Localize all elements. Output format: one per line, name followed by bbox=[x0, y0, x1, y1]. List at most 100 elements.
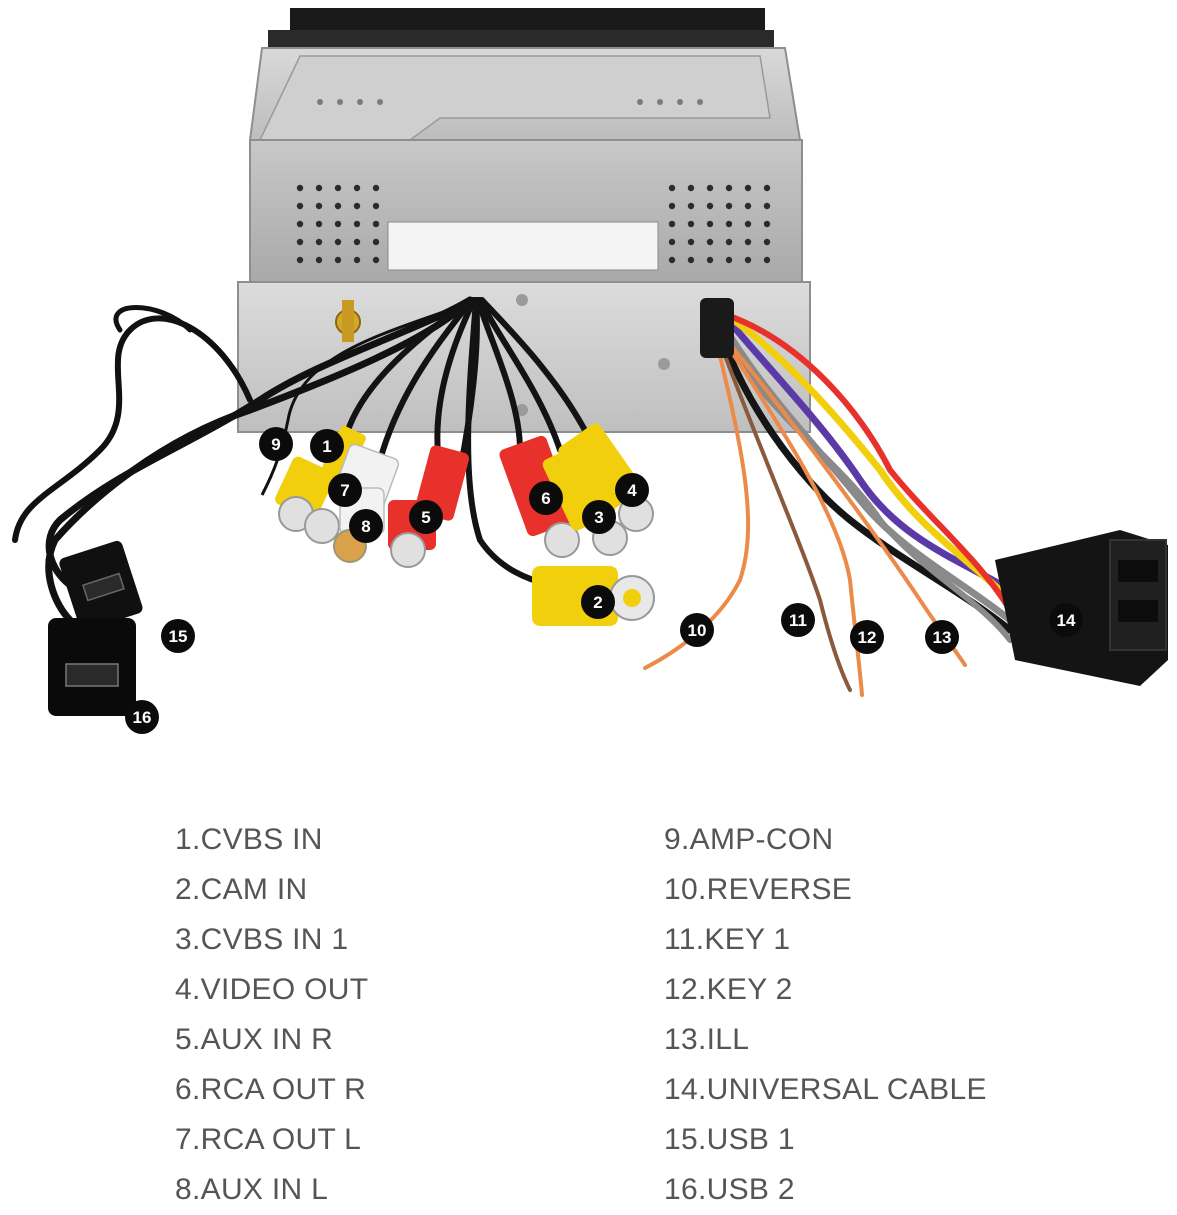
vent-hole bbox=[296, 238, 304, 246]
vent-hole bbox=[763, 202, 771, 210]
spec-sticker bbox=[387, 221, 659, 271]
vent-hole bbox=[377, 99, 383, 105]
rca-cable-bundle bbox=[342, 297, 593, 588]
callout-marker-2: 2 bbox=[581, 585, 615, 619]
vent-hole bbox=[296, 184, 304, 192]
vent-hole bbox=[637, 99, 643, 105]
usb-1-connector bbox=[59, 540, 143, 631]
legend-item: 1.CVBS IN bbox=[175, 823, 323, 856]
marker-circle bbox=[328, 473, 362, 507]
marker-number: 9 bbox=[271, 435, 280, 454]
marker-circle bbox=[781, 603, 815, 637]
vent-hole bbox=[706, 256, 714, 264]
marker-number: 8 bbox=[361, 517, 370, 536]
vent-hole bbox=[687, 256, 695, 264]
vent-hole bbox=[763, 238, 771, 246]
legend-column-left: 1.CVBS IN 2.CAM IN 3.CVBS IN 1 4.VIDEO O… bbox=[175, 815, 695, 1215]
marker-circle bbox=[581, 585, 615, 619]
legend-item: 2.CAM IN bbox=[175, 873, 308, 906]
callout-marker-5: 5 bbox=[409, 500, 443, 534]
vent-hole bbox=[317, 99, 323, 105]
vent-hole bbox=[334, 220, 342, 228]
amp-con-wire bbox=[260, 300, 471, 496]
vent-hole bbox=[334, 238, 342, 246]
marker-circle bbox=[161, 619, 195, 653]
screw-hole bbox=[516, 404, 528, 416]
marker-number: 15 bbox=[169, 627, 188, 646]
vent-hole bbox=[315, 220, 323, 228]
marker-circle bbox=[582, 500, 616, 534]
marker-circle bbox=[529, 481, 563, 515]
vent-hole bbox=[706, 220, 714, 228]
vent-hole bbox=[687, 202, 695, 210]
marker-circle bbox=[125, 700, 159, 734]
marker-number: 5 bbox=[421, 508, 430, 527]
vent-hole bbox=[725, 202, 733, 210]
screw-hole bbox=[516, 294, 528, 306]
vent-hole bbox=[763, 256, 771, 264]
legend-item: 3.CVBS IN 1 bbox=[175, 923, 349, 956]
callout-marker-14: 14 bbox=[1049, 603, 1083, 637]
callout-marker-12: 12 bbox=[850, 620, 884, 654]
vent-hole bbox=[657, 99, 663, 105]
vent-hole bbox=[744, 184, 752, 192]
marker-circle bbox=[615, 473, 649, 507]
legend-item: 12.KEY 2 bbox=[664, 973, 793, 1006]
marker-circle bbox=[850, 620, 884, 654]
legend-item: 4.VIDEO OUT bbox=[175, 973, 369, 1006]
callout-marker-3: 3 bbox=[582, 500, 616, 534]
screw-hole bbox=[658, 358, 670, 370]
vent-hole bbox=[334, 184, 342, 192]
vent-hole bbox=[668, 184, 676, 192]
vent-hole bbox=[334, 256, 342, 264]
marker-circle bbox=[680, 613, 714, 647]
vent-hole bbox=[315, 202, 323, 210]
callout-marker-11: 11 bbox=[781, 603, 815, 637]
legend-item: 7.RCA OUT L bbox=[175, 1123, 362, 1156]
callout-marker-6: 6 bbox=[529, 481, 563, 515]
legend-item: 14.UNIVERSAL CABLE bbox=[664, 1073, 987, 1106]
vent-hole bbox=[706, 238, 714, 246]
legend-item: 15.USB 1 bbox=[664, 1123, 795, 1156]
callout-marker-16: 16 bbox=[125, 700, 159, 734]
vent-hole bbox=[315, 184, 323, 192]
marker-number: 2 bbox=[593, 593, 602, 612]
vent-hole bbox=[353, 220, 361, 228]
marker-number: 1 bbox=[322, 437, 331, 456]
vent-hole bbox=[706, 202, 714, 210]
vent-hole bbox=[744, 202, 752, 210]
legend-item: 16.USB 2 bbox=[664, 1173, 795, 1206]
legend-item: 6.RCA OUT R bbox=[175, 1073, 367, 1106]
vent-hole bbox=[296, 220, 304, 228]
vent-hole bbox=[687, 220, 695, 228]
vent-hole bbox=[372, 256, 380, 264]
marker-circle bbox=[259, 427, 293, 461]
callout-marker-9: 9 bbox=[259, 427, 293, 461]
vent-hole bbox=[372, 238, 380, 246]
vent-hole bbox=[725, 184, 733, 192]
legend-item: 8.AUX IN L bbox=[175, 1173, 329, 1206]
vent-hole bbox=[353, 202, 361, 210]
callout-marker-7: 7 bbox=[328, 473, 362, 507]
vent-hole bbox=[706, 184, 714, 192]
legend-item: 9.AMP-CON bbox=[664, 823, 834, 856]
vent-hole bbox=[763, 220, 771, 228]
vent-hole bbox=[353, 256, 361, 264]
vent-hole bbox=[337, 99, 343, 105]
vent-hole bbox=[668, 220, 676, 228]
callout-marker-10: 10 bbox=[680, 613, 714, 647]
vent-hole bbox=[725, 220, 733, 228]
vent-holes-right bbox=[668, 184, 771, 264]
vent-hole bbox=[687, 184, 695, 192]
marker-number: 14 bbox=[1057, 611, 1076, 630]
legend-column-right: 9.AMP-CON 10.REVERSE 11.KEY 1 12.KEY 2 1… bbox=[664, 815, 1177, 1215]
usb-cables bbox=[12, 296, 474, 624]
vent-hole bbox=[763, 184, 771, 192]
vent-hole bbox=[668, 256, 676, 264]
marker-number: 11 bbox=[789, 611, 807, 630]
vent-hole bbox=[725, 238, 733, 246]
marker-circle bbox=[925, 620, 959, 654]
callout-marker-13: 13 bbox=[925, 620, 959, 654]
